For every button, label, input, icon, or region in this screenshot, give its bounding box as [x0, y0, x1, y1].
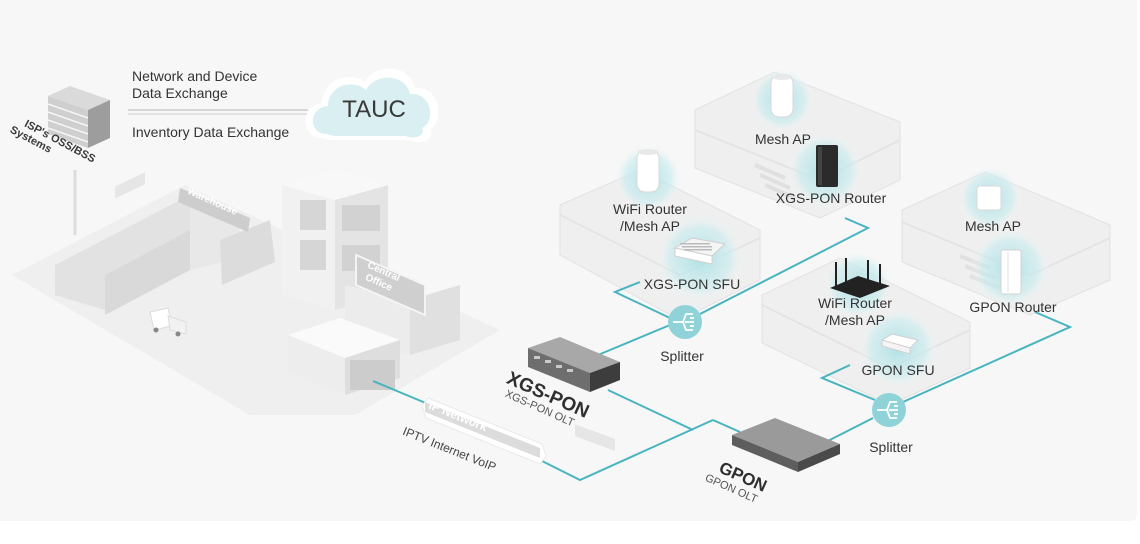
tauc-label: TAUC	[342, 96, 406, 123]
fiber-splitter1-to-router	[699, 217, 871, 315]
ip-network-bar	[421, 397, 547, 465]
splitter-2-label: Splitter	[869, 439, 913, 455]
home4-mesh-label: Mesh AP	[964, 218, 1022, 234]
oss-bss-server-icon	[47, 86, 110, 148]
wifi-router-mesh-icon	[636, 149, 660, 193]
gpon-olt-device	[732, 418, 840, 472]
datacenter-building	[288, 318, 400, 395]
xgs-pon-router-icon	[816, 145, 838, 187]
fiber-xgs-olt-to-splitter1	[597, 324, 671, 356]
home-2	[694, 68, 901, 219]
home3-router-line1: WiFi Router	[818, 295, 892, 311]
fiber-xgs-olt-to-junction	[607, 389, 694, 431]
central-office-sign	[355, 253, 426, 317]
exchange-arrows	[128, 109, 308, 115]
gpon-router-icon	[1000, 249, 1022, 295]
home3-router-line2: /Mesh AP	[825, 312, 885, 328]
tauc-cloud	[305, 68, 439, 143]
fiber-ip-to-junction	[539, 419, 714, 482]
home-3	[761, 251, 971, 406]
network-diagram-panel: Network and Device Data Exchange Invento…	[7, 68, 1111, 506]
fiber-junction-to-gpon-olt	[712, 419, 741, 433]
home2-router-label: XGS-PON Router	[775, 190, 887, 206]
exchange-top-line1: Network and Device	[132, 68, 258, 84]
gpon-sfu-icon	[880, 333, 919, 355]
splitter-1-icon	[668, 305, 702, 339]
home1-router-line2: /Mesh AP	[620, 218, 680, 234]
home2-mesh-label: Mesh AP	[754, 131, 812, 147]
splitter-1-label: Splitter	[660, 348, 704, 364]
mesh-ap-icon	[770, 74, 794, 118]
xgs-pon-sfu-icon	[673, 237, 727, 265]
home1-router-label: WiFi Router /Mesh AP	[613, 201, 687, 235]
warehouse-building	[55, 172, 275, 315]
fiber-splitter2-to-sfu	[819, 364, 876, 401]
home1-sfu-label: XGS-PON SFU	[643, 276, 741, 292]
home-4	[901, 166, 1111, 316]
splitter-2-icon	[872, 393, 906, 427]
home3-sfu-label: GPON SFU	[861, 362, 935, 378]
mesh-ap-cube-icon	[976, 185, 1002, 211]
home4-router-label: GPON Router	[969, 299, 1057, 315]
home1-router-line1: WiFi Router	[613, 201, 687, 217]
home-1	[559, 144, 761, 451]
warehouse-sign	[178, 188, 250, 232]
truck-icon	[149, 307, 187, 337]
fiber-links	[372, 217, 1073, 482]
xgs-pon-olt-device	[528, 337, 620, 392]
office-tower	[282, 170, 388, 310]
wifi-router-antenna-icon	[830, 258, 890, 298]
home3-router-label: WiFi Router /Mesh AP	[818, 295, 892, 329]
fiber-ip-to-olts	[372, 380, 429, 405]
exchange-label-top: Network and Device Data Exchange	[132, 68, 257, 102]
fiber-splitter1-to-sfu	[612, 281, 671, 319]
exchange-top-line2: Data Exchange	[132, 85, 228, 101]
fiber-splitter2-to-router	[902, 311, 1073, 403]
diagram-canvas	[47, 68, 1111, 482]
exchange-label-bottom: Inventory Data Exchange	[132, 124, 290, 140]
